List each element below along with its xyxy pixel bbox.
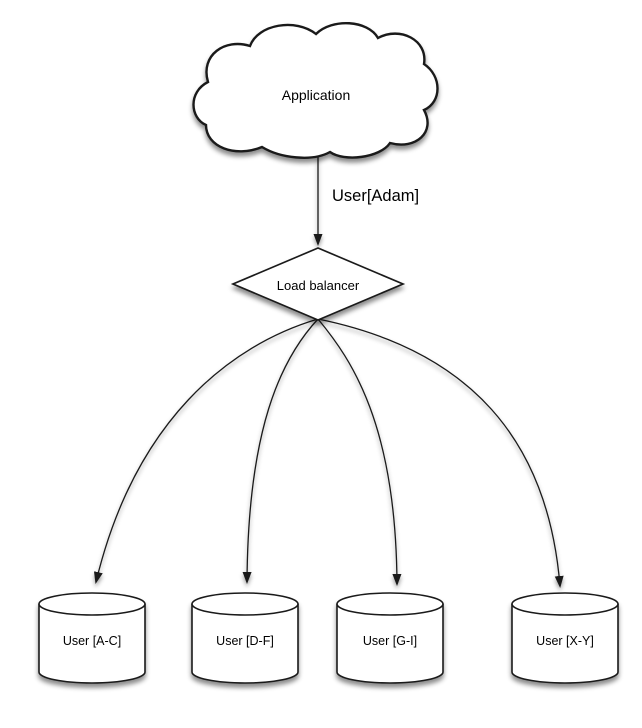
shard-df-label: User [D-F]: [216, 634, 274, 648]
diamond-icon: [230, 247, 406, 321]
shard-xy-label: User [X-Y]: [536, 634, 594, 648]
edge-lb-to-shard-df: [242, 318, 319, 584]
node-load-balancer: Load balancer: [230, 247, 406, 321]
edge-lb-to-shard-xy: [317, 318, 564, 588]
application-label: Application: [282, 87, 351, 103]
database-cylinder-top: [511, 592, 619, 616]
shard-gi-label: User [G-I]: [363, 634, 417, 648]
node-shard-df: User [D-F]: [191, 592, 299, 684]
edge-label-user-adam: User[Adam]: [332, 187, 419, 205]
database-cylinder-top: [336, 592, 444, 616]
node-shard-xy: User [X-Y]: [511, 592, 619, 684]
edges-load-balancer-to-shards: [93, 318, 564, 588]
node-shard-gi: User [G-I]: [336, 592, 444, 684]
database-cylinder-icon: [191, 604, 299, 684]
edge-lb-to-shard-gi: [317, 318, 402, 586]
cloud-icon: [192, 21, 439, 159]
edge-lb-to-shard-ac: [93, 318, 319, 584]
database-cylinder-top: [38, 592, 146, 616]
database-cylinder-icon: [38, 604, 146, 684]
node-application: Application: [192, 21, 439, 159]
database-cylinder-top: [191, 592, 299, 616]
node-shard-ac: User [A-C]: [38, 592, 146, 684]
shard-ac-label: User [A-C]: [63, 634, 121, 648]
load-balancer-label: Load balancer: [277, 278, 360, 293]
database-cylinder-icon: [511, 604, 619, 684]
database-cylinder-icon: [336, 604, 444, 684]
